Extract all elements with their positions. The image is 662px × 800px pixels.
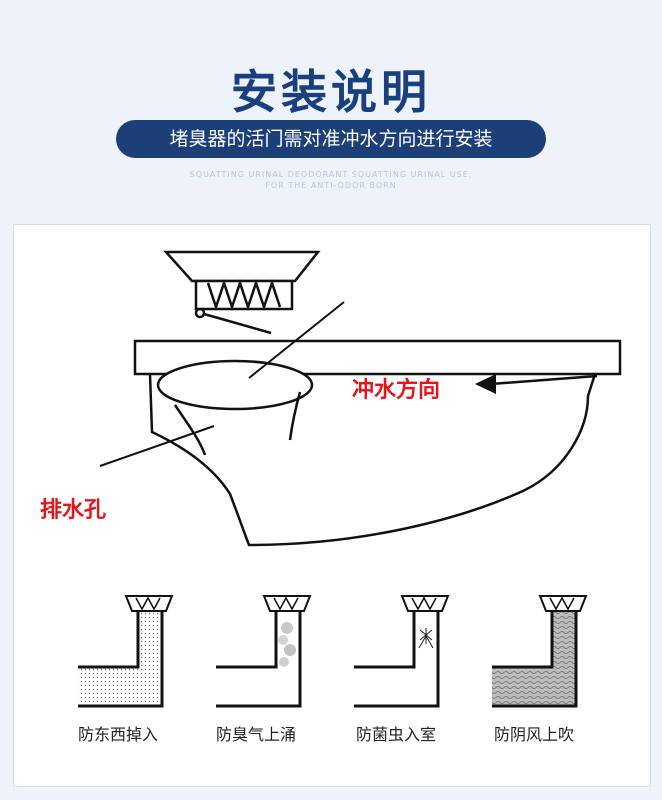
feature-icon-block-items (78, 595, 174, 708)
mosquito-icon (418, 628, 434, 649)
feature-icon-block-insects (354, 595, 450, 708)
feature-caption-block-items: 防东西掉入 (77, 725, 158, 744)
feature-caption-insects: 防菌虫入室 (355, 725, 436, 744)
urinal-body (99, 301, 622, 547)
english-caption-line-2: FOR THE ANTI-ODOR BORN (265, 181, 397, 190)
page-title: 安装说明 (231, 65, 431, 119)
deodorizer-device (163, 250, 321, 335)
drain-hole-label: 排水孔 (40, 498, 107, 523)
english-caption-line-1: SQUATTING URINAL DEODORANT SQUATTING URI… (189, 170, 473, 179)
feature-caption-odor: 防臭气上涌 (215, 725, 296, 744)
subtitle-banner: 堵臭器的活门需对准冲水方向进行安装 (116, 120, 546, 158)
feature-caption-wind: 防阴风上吹 (493, 725, 574, 744)
feature-icon-block-wind (492, 595, 588, 708)
flush-direction-label: 冲水方向 (352, 378, 441, 403)
feature-icon-block-odor (216, 595, 312, 708)
